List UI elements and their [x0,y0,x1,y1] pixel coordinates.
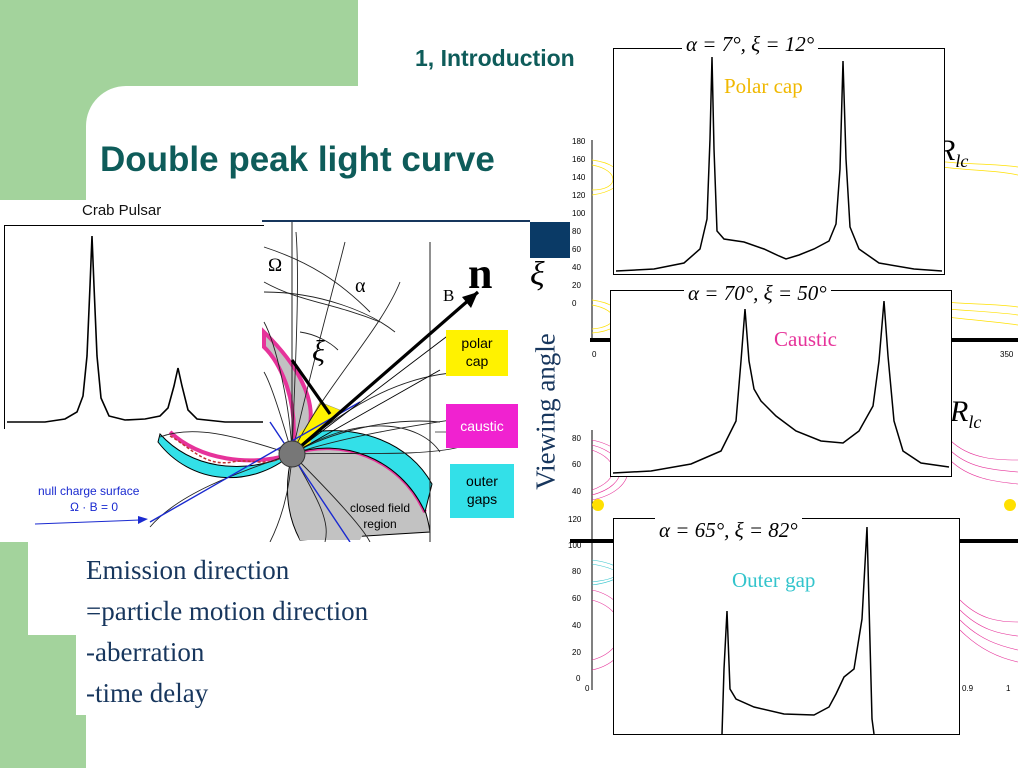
tick-bot-x09: 0.9 [962,684,974,693]
tick-0: 0 [572,299,577,308]
tick-bot-x0: 0 [585,684,590,693]
slide-title: Double peak light curve [100,140,495,179]
panel-outer-param: α = 65°, ξ = 82° [655,518,802,543]
rlc-top-sub: lc [955,151,969,171]
tick-bot-100: 100 [568,541,582,550]
closed-field-label: closed field region [340,500,420,532]
tick-mid-40: 40 [572,487,581,496]
xi-label-top: ξ [530,256,545,293]
crab-curve-line [7,235,263,423]
tick-160: 160 [572,155,586,164]
tick-20: 20 [572,281,581,290]
panel-caustic-label: Caustic [774,327,837,351]
crab-label: Crab Pulsar [82,202,162,219]
skymap-top-ticks: 180 160 140 120 100 80 60 40 20 0 [572,137,592,337]
tick-bot-40: 40 [572,621,581,630]
section-heading: 1, Introduction [415,45,575,71]
skymap-top-x350: 350 [1000,350,1014,359]
tick-bot-80: 80 [572,567,581,576]
outer-gaps-tag-line2: gaps [466,491,498,507]
magnetosphere-diagram [0,222,530,542]
body-line-time-delay: -time delay [86,678,209,708]
tick-120: 120 [572,191,586,200]
title-rule [262,220,530,222]
polar-cap-tag-line1: polar [461,335,493,351]
omega-label: Ω [268,255,283,276]
tick-bot-20: 20 [572,648,581,657]
tick-mid-60: 60 [572,460,581,469]
outer-gaps-tag: outer gaps [450,464,514,518]
closed-field-line1: closed field [349,501,411,515]
viewing-angle-label: Viewing angle [530,333,561,490]
lightcurve-panel-outer [613,518,960,735]
body-line-motion: =particle motion direction [86,596,369,626]
skymap-top-x0: 0 [592,350,597,359]
outer-gaps-tag-line1: outer [466,473,498,489]
null-surface-equation: Ω · B = 0 [70,500,118,514]
tick-bot-x1: 1 [1006,684,1011,693]
rlc-mid-sub: lc [968,412,982,432]
closed-field-line2: region [363,517,397,531]
caustic-tag: caustic [446,404,518,448]
xi-label-mid: ξ [312,335,325,368]
tick-40: 40 [572,263,581,272]
panel-polar-label: Polar cap [724,74,803,98]
text-panel-2 [76,560,476,715]
tick-100: 100 [572,209,586,218]
tick-bot-0: 0 [576,674,581,683]
tick-180: 180 [572,137,586,146]
b-label: B [443,286,455,305]
body-line-emission: Emission direction [86,555,290,585]
crab-light-curve [4,225,266,431]
polar-cap-tag-line2: cap [465,353,489,369]
navy-accent [530,222,570,258]
body-text: Emission direction =particle motion dire… [86,550,368,714]
lightcurve-panel-caustic [610,290,952,477]
tick-140: 140 [572,173,586,182]
lightcurve-panel-polar [613,48,945,275]
tick-bot-60: 60 [572,594,581,603]
n-vector-label: n [468,249,493,298]
body-line-aberration: -aberration [86,637,205,667]
panel-outer-label: Outer gap [732,568,816,592]
tick-mid-80: 80 [572,434,581,443]
null-surface-label: null charge surface [38,484,140,498]
tick-80: 80 [572,227,581,236]
polar-cap-tag: polar cap [446,330,508,376]
tick-60: 60 [572,245,581,254]
alpha-label: α [355,275,366,297]
rlc-mid-r: R [950,395,969,428]
panel-caustic-param: α = 70°, ξ = 50° [684,281,831,306]
tick-bot-120: 120 [568,515,582,524]
skymap-rlc-mid: Rlc [950,395,981,433]
panel-polar-param: α = 7°, ξ = 12° [682,32,819,57]
